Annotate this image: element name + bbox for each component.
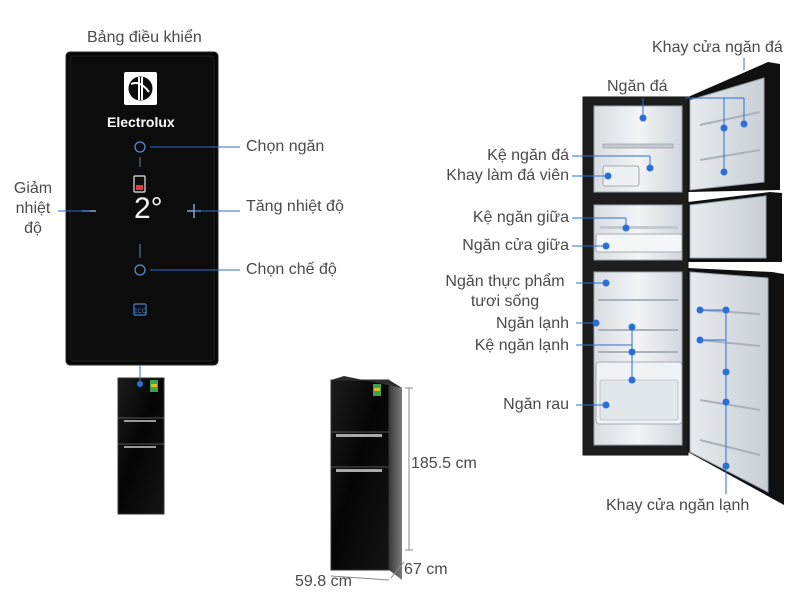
chon-ngan-button-icon[interactable] — [134, 141, 146, 153]
label-khay-lam-da-vien: Khay làm đá viên — [446, 167, 569, 184]
label-ke-ngan-da: Kệ ngăn đá — [487, 147, 569, 164]
dimension-width: 59.8 cm — [295, 573, 352, 590]
label-chon-che-do: Chọn chế độ — [246, 261, 337, 278]
fridge-open — [582, 62, 784, 505]
label-ke-ngan-lanh: Kệ ngăn lạnh — [474, 337, 569, 354]
control-panel: ECO — [65, 51, 219, 366]
label-khay-cua-ngan-lanh: Khay cửa ngăn lạnh — [606, 497, 750, 514]
label-tang-nhiet-do: Tăng nhiệt độ — [246, 198, 344, 215]
label-ke-ngan-giua: Kệ ngăn giữa — [472, 209, 569, 226]
label-ngan-thuc-pham: Ngăn thực phẩm tươi sống — [445, 273, 565, 310]
callout-dots — [137, 114, 748, 470]
label-ngan-cua-giua: Ngăn cửa giữa — [462, 237, 569, 254]
dimension-depth: 67 cm — [404, 561, 448, 578]
temperature-display: 2° — [134, 192, 163, 225]
svg-text:ECO: ECO — [133, 309, 146, 315]
mode-icon: ECO — [133, 303, 147, 316]
electrolux-logo-icon — [124, 72, 157, 105]
brand-name: Electrolux — [107, 114, 175, 130]
dimension-height: 185.5 cm — [411, 455, 477, 472]
label-khay-cua-ngan-da: Khay cửa ngăn đá — [652, 39, 783, 56]
label-ngan-da: Ngăn đá — [607, 78, 668, 95]
panel-title: Bảng điều khiển — [87, 29, 202, 46]
fridge-3d — [330, 376, 413, 581]
fridge-thumbnail — [117, 365, 165, 515]
label-ngan-lanh: Ngăn lạnh — [496, 315, 569, 332]
label-ngan-rau: Ngăn rau — [503, 396, 569, 413]
compartment-indicator-icon — [133, 175, 146, 193]
label-chon-ngan: Chọn ngăn — [246, 138, 325, 155]
panel-callouts — [58, 146, 240, 271]
chon-che-do-button-icon[interactable] — [134, 264, 146, 276]
label-giam-nhiet-do: Giảm nhiệt độ — [13, 180, 53, 237]
